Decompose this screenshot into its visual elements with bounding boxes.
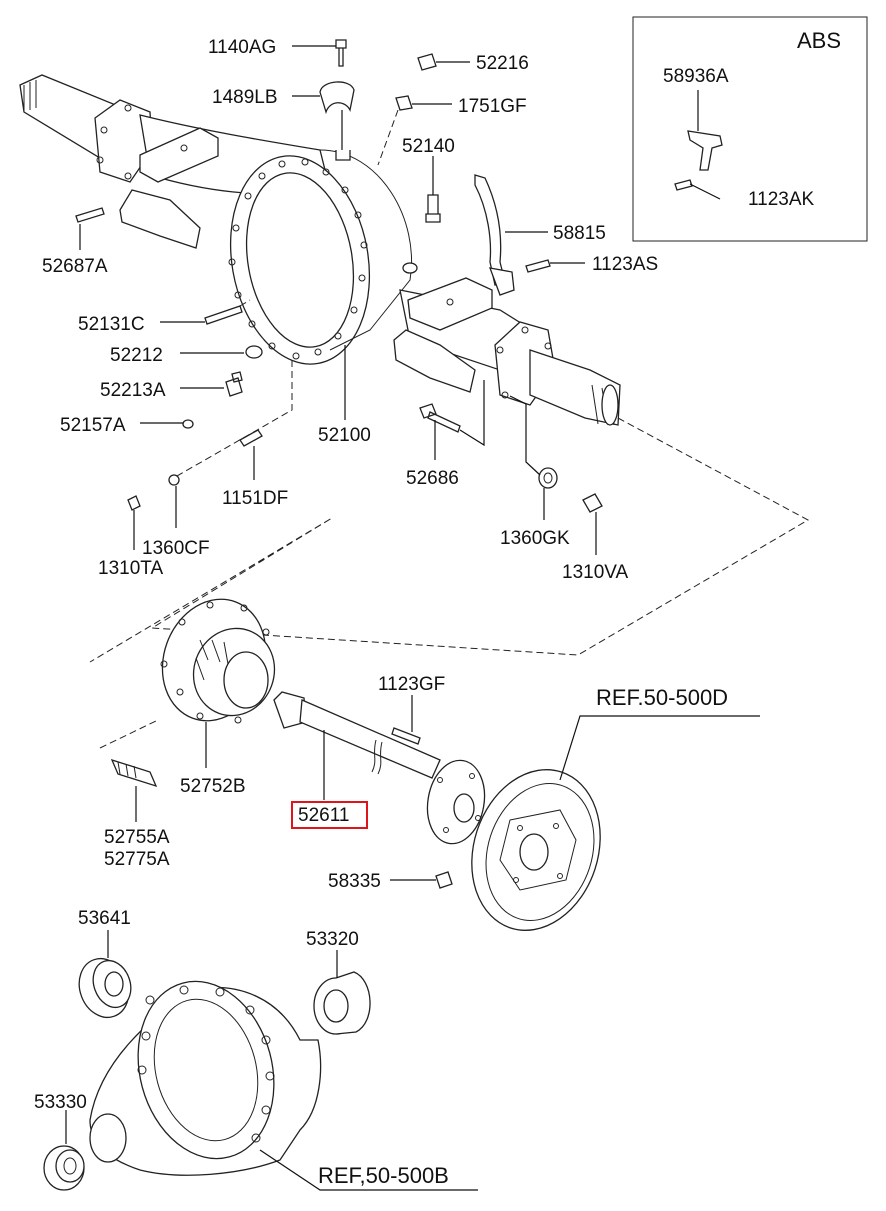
nut-52216 — [417, 53, 437, 71]
carrier-case — [89, 980, 478, 1191]
abs-sensor-bracket — [687, 90, 723, 171]
bolt-52686 — [419, 380, 485, 460]
dashed-leader-stud — [99, 719, 159, 749]
dashed-assembly-frame — [89, 417, 810, 663]
label-58936A: 58936A — [663, 66, 729, 87]
label-52100: 52100 — [318, 425, 371, 446]
bearing-53641 — [78, 930, 132, 1019]
label-52212: 52212 — [110, 345, 163, 366]
abs-bolt-1123AK — [674, 179, 721, 200]
label-1360GK: 1360GK — [500, 528, 570, 549]
bearing-53320 — [313, 950, 371, 1035]
clip-1751GF — [377, 95, 413, 166]
abs-title: ABS — [797, 28, 841, 53]
label-1123GF: 1123GF — [378, 674, 445, 695]
washer-52212 — [180, 345, 263, 359]
clip-1489LB — [319, 81, 355, 150]
nut-1310VA — [582, 493, 603, 555]
label-1140AG: 1140AG — [208, 37, 276, 58]
axle-shaft-52611 — [273, 691, 486, 845]
seal-53330 — [43, 1110, 85, 1191]
plug-52157A — [140, 419, 194, 429]
label-ref-50-500D: REF.50-500D — [596, 685, 728, 710]
label-52131C: 52131C — [78, 314, 145, 335]
bolt-52131C — [160, 299, 251, 325]
sensor-52140 — [425, 194, 441, 223]
bolt-1140AG — [335, 39, 347, 67]
label-52213A: 52213A — [100, 380, 166, 401]
bolt-1123GF — [391, 695, 421, 745]
bolt-58335 — [390, 871, 453, 889]
label-58815: 58815 — [553, 223, 606, 244]
axle-housing-52100 — [19, 74, 621, 426]
label-52752B: 52752B — [180, 776, 246, 797]
label-1751GF: 1751GF — [458, 96, 527, 117]
label-53330: 53330 — [34, 1092, 87, 1113]
backing-plate — [471, 715, 760, 931]
plug-52213A — [180, 371, 243, 397]
label-1310TA: 1310TA — [98, 558, 163, 579]
stud-1151DF — [239, 429, 263, 480]
label-1123AK: 1123AK — [748, 189, 815, 210]
label-1360CF: 1360CF — [142, 538, 210, 559]
bolt-52687A — [75, 207, 105, 250]
stud-52755A — [110, 758, 158, 822]
washer-1360CF — [168, 474, 180, 528]
label-52686: 52686 — [406, 468, 459, 489]
label-52216: 52216 — [476, 53, 529, 74]
hub-52752B — [160, 598, 276, 768]
label-52775A: 52775A — [104, 849, 170, 870]
bolt-1123AS — [525, 259, 585, 273]
label-58335: 58335 — [328, 871, 381, 892]
label-1310VA: 1310VA — [562, 562, 629, 583]
label-1123AS: 1123AS — [592, 254, 658, 275]
highlight-box-52611 — [291, 801, 368, 829]
abs-box — [632, 16, 868, 242]
label-52611: 52611 — [298, 805, 349, 826]
dashed-leader-studs — [169, 360, 293, 481]
label-52755A: 52755A — [104, 827, 170, 848]
label-53320: 53320 — [306, 929, 359, 950]
label-53641: 53641 — [78, 908, 131, 929]
label-ref-50-500B: REF,50-500B — [318, 1163, 449, 1188]
washer-1360GK — [509, 395, 558, 520]
label-52140: 52140 — [402, 136, 455, 157]
label-1489LB: 1489LB — [212, 87, 278, 108]
label-52157A: 52157A — [60, 415, 126, 436]
nut-1310TA — [127, 495, 141, 550]
label-52687A: 52687A — [42, 256, 108, 277]
label-1151DF: 1151DF — [222, 488, 288, 509]
